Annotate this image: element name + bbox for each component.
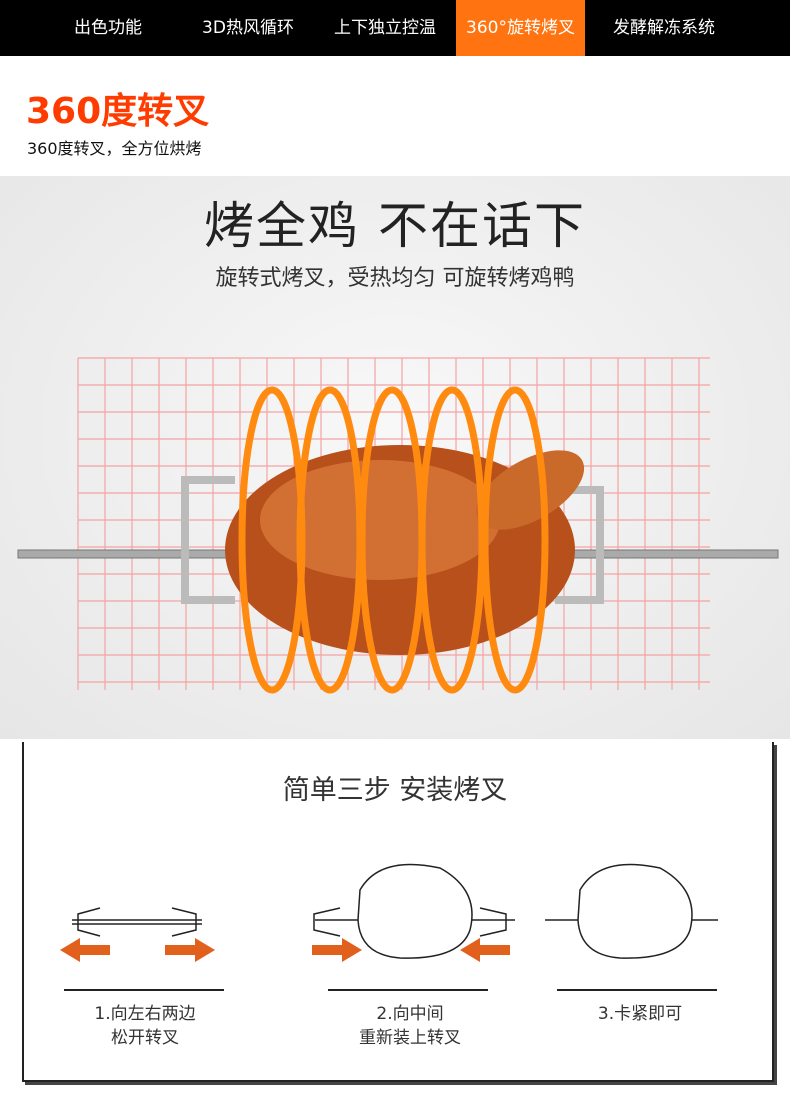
chicken-outline-3 (577, 863, 693, 959)
top-nav: 出色功能 3D热风循环 上下独立控温 360°旋转烤叉 发酵解冻系统 (0, 0, 790, 56)
tab-3d-hot-air[interactable]: 3D热风循环 (202, 18, 294, 38)
tab-rotisserie[interactable]: 360°旋转烤叉 (456, 0, 585, 56)
section-title: 360度转叉 (26, 91, 210, 132)
tab-temp-control[interactable]: 上下独立控温 (334, 18, 436, 38)
section-subtitle: 360度转叉，全方位烘烤 (27, 139, 202, 158)
spit-fork-left (181, 476, 235, 604)
step-illustrations (60, 863, 718, 962)
chicken-outline-2 (357, 863, 473, 959)
divider (328, 989, 488, 991)
arrow-left-icon (460, 938, 510, 962)
hero-subheadline: 旋转式烤叉，受热均匀 可旋转烤鸡鸭 (215, 266, 575, 291)
tab-features[interactable]: 出色功能 (74, 18, 142, 38)
divider (557, 989, 717, 991)
tab-ferment-defrost[interactable]: 发酵解冻系统 (613, 18, 715, 38)
divider (64, 989, 224, 991)
arrow-right-icon (312, 938, 362, 962)
steps-title: 简单三步 安装烤叉 (282, 775, 508, 806)
spit-fork-right (555, 486, 604, 604)
steps-frame (22, 742, 774, 1082)
arrow-left-icon (60, 938, 110, 962)
rotation-ring (481, 386, 549, 694)
rotation-rings (238, 386, 549, 694)
step-2-caption: 2.向中间重新装上转叉 (359, 1004, 461, 1048)
arrow-right-icon (165, 938, 215, 962)
hero-headline: 烤全鸡 不在话下 (204, 197, 586, 255)
rotisserie-illustration (17, 357, 779, 694)
step-3-caption: 3.卡紧即可 (597, 1004, 683, 1024)
step-1-caption: 1.向左右两边松开转叉 (94, 1004, 196, 1048)
